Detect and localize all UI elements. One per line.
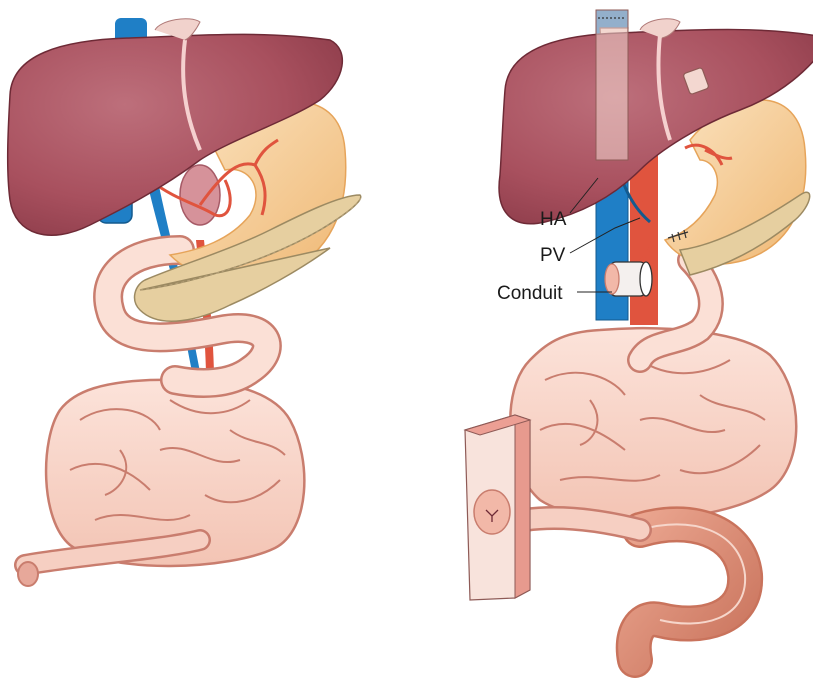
left-panel [8, 18, 361, 586]
abdominal-wall-stoma [465, 415, 530, 600]
ha-label: HA [540, 210, 566, 229]
pv-label: PV [540, 246, 565, 265]
conduit-label: Conduit [497, 284, 563, 303]
right-panel [465, 10, 813, 660]
conduit-graft [605, 262, 652, 296]
